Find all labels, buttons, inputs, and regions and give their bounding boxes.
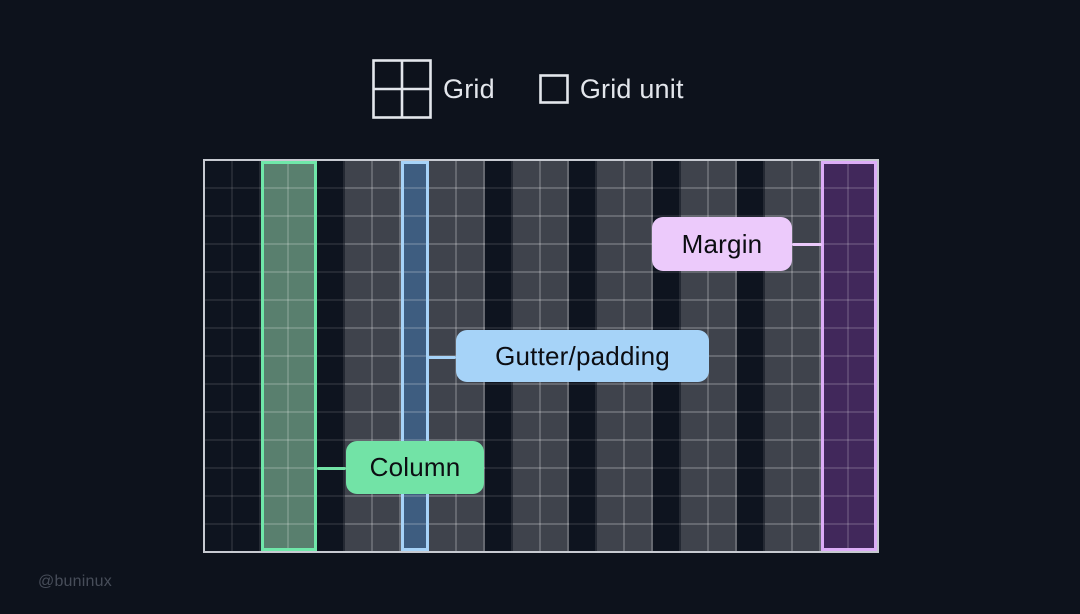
highlighted-column-strip	[261, 161, 317, 551]
grid-stripe-purple	[849, 161, 877, 551]
grid-stripe-dark	[317, 161, 345, 551]
grid-unit-square-icon	[539, 74, 569, 104]
grid-stripe-purple	[821, 161, 849, 551]
grid-stripe-gray	[793, 161, 821, 551]
grid-stripes	[205, 161, 877, 551]
legend: Grid Grid unit	[372, 59, 684, 119]
column-badge-label: Column	[369, 452, 461, 482]
column-badge: Column	[346, 441, 484, 494]
gutter-padding-badge-label: Gutter/padding	[495, 340, 670, 371]
grid-stripe-dark	[205, 161, 233, 551]
legend-grid-unit-label: Grid unit	[579, 73, 684, 104]
margin-badge: Margin	[652, 217, 792, 271]
grid-2x2-icon	[372, 59, 432, 119]
margin-connector-line	[792, 243, 822, 246]
grid-stripe-green	[261, 161, 289, 551]
gutter-padding-badge: Gutter/padding	[456, 330, 709, 382]
margin-badge-label: Margin	[681, 228, 763, 259]
grid-stripe-green	[289, 161, 317, 551]
highlighted-gutter-strip	[401, 161, 429, 551]
grid-stripe-dark	[233, 161, 261, 551]
watermark: @buninux	[38, 573, 112, 590]
gutter-connector-line	[428, 356, 456, 359]
right-margin-strip	[821, 161, 877, 551]
column-connector-line	[317, 467, 346, 470]
legend-grid-label: Grid	[443, 73, 495, 104]
